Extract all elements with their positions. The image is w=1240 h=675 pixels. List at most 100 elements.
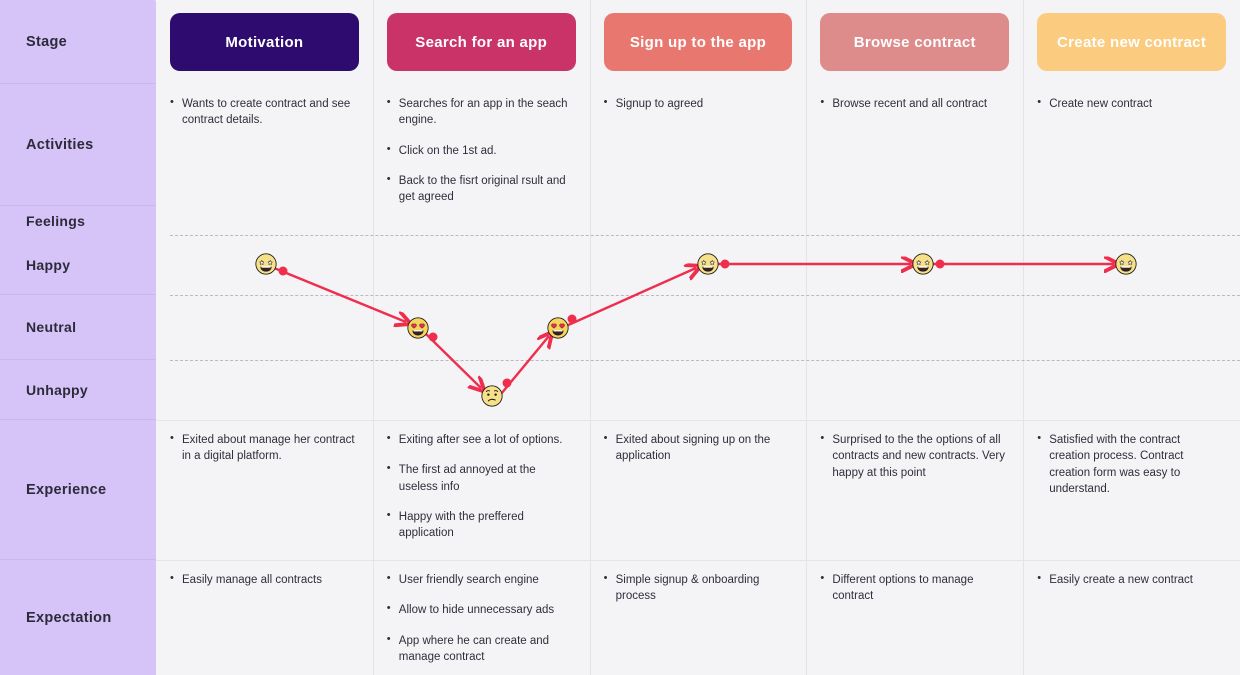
sidebar-row-unhappy: Unhappy [0, 360, 156, 420]
sidebar-label-stage: Stage [26, 33, 67, 50]
gridline-top [170, 235, 1240, 236]
emoji-star-struck-face-icon [697, 253, 720, 276]
sidebar-label-happy: Happy [26, 256, 71, 273]
activities-cell-4: Create new contract [1023, 84, 1240, 206]
list-item: Exited about manage her contract in a di… [170, 431, 355, 465]
list-item: Different options to manage contract [820, 571, 1005, 605]
expectation-list-3: Different options to manage contract [820, 571, 1005, 605]
stage-chip-browse-contract[interactable]: Browse contract [820, 13, 1010, 71]
sidebar-row-experience: Experience [0, 420, 156, 560]
stage-cell-3: Browse contract [806, 0, 1023, 84]
expectation-list-0: Easily manage all contracts [170, 571, 355, 588]
sidebar-label-feelings: Feelings [26, 212, 86, 229]
stage-cell-4: Create new contract [1023, 0, 1240, 84]
experience-cell-1: Exiting after see a lot of options. The … [373, 420, 590, 560]
list-item: Exited about signing up on the applicati… [604, 431, 789, 465]
activities-cell-2: Signup to agreed [590, 84, 807, 206]
emoji-star-struck-face-icon [1115, 253, 1138, 276]
stage-chip-search-for-an-app[interactable]: Search for an app [386, 13, 576, 71]
list-item: Simple signup & onboarding process [604, 571, 789, 605]
experience-list-0: Exited about manage her contract in a di… [170, 431, 355, 465]
column-separator-1 [372, 0, 374, 675]
experience-cell-3: Surprised to the the options of all cont… [806, 420, 1023, 560]
stage-chip-sign-up-to-the-app[interactable]: Sign up to the app [603, 13, 793, 71]
gridline-neutral-unhappy [170, 360, 1240, 361]
emotion-journey-line [273, 206, 1240, 395]
expectation-row: Easily manage all contracts User friendl… [156, 560, 1240, 675]
data-point-dot [720, 259, 730, 269]
experience-cell-4: Satisfied with the contract creation pro… [1023, 420, 1240, 560]
list-item: Browse recent and all contract [820, 95, 1005, 112]
list-item: User friendly search engine [387, 571, 572, 588]
data-point-dot [935, 259, 945, 269]
column-separator-4 [1023, 0, 1025, 675]
expectation-list-1: User friendly search engine Allow to hid… [387, 571, 572, 666]
emoji-frowning-face-icon [481, 385, 504, 408]
row-divider-expectation [156, 560, 1240, 561]
activities-cell-1: Searches for an app in the seach engine.… [373, 84, 590, 206]
list-item: Signup to agreed [604, 95, 789, 112]
list-item: Click on the 1st ad. [387, 142, 572, 159]
experience-list-4: Satisfied with the contract creation pro… [1037, 431, 1222, 497]
column-separator-2 [589, 0, 591, 675]
stage-cell-2: Sign up to the app [590, 0, 807, 84]
sidebar-row-expectation: Expectation [0, 560, 156, 675]
activities-cell-0: Wants to create contract and see contrac… [156, 84, 373, 206]
list-item: Easily manage all contracts [170, 571, 355, 588]
expectation-cell-4: Easily create a new contract [1023, 560, 1240, 675]
list-item: Satisfied with the contract creation pro… [1037, 431, 1222, 497]
sidebar-row-neutral: Neutral [0, 295, 156, 360]
list-item: Happy with the preffered application [387, 508, 572, 542]
gridline-happy-neutral [170, 295, 1240, 296]
sidebar-row-feelings: Feelings [0, 206, 156, 235]
list-item: Easily create a new contract [1037, 571, 1222, 588]
activities-list-3: Browse recent and all contract [820, 95, 1005, 112]
journey-board: Motivation Search for an app Sign up to … [156, 0, 1240, 675]
list-item: Surprised to the the options of all cont… [820, 431, 1005, 481]
data-point-dot [502, 378, 512, 388]
row-divider-experience [156, 420, 1240, 421]
list-item: Wants to create contract and see contrac… [170, 95, 355, 129]
sidebar-label-experience: Experience [26, 481, 107, 498]
activities-list-0: Wants to create contract and see contrac… [170, 95, 355, 129]
sidebar-row-activities: Activities [0, 84, 156, 206]
feelings-chart [156, 206, 1240, 421]
list-item: The first ad annoyed at the useless info [387, 461, 572, 495]
experience-cell-0: Exited about manage her contract in a di… [156, 420, 373, 560]
experience-list-2: Exited about signing up on the applicati… [604, 431, 789, 465]
expectation-list-4: Easily create a new contract [1037, 571, 1222, 588]
data-point-dot [567, 314, 577, 324]
stage-cell-1: Search for an app [373, 0, 590, 84]
sidebar-label-neutral: Neutral [26, 319, 77, 335]
expectation-cell-1: User friendly search engine Allow to hid… [373, 560, 590, 675]
activities-list-2: Signup to agreed [604, 95, 789, 112]
emoji-star-struck-face-icon [912, 253, 935, 276]
list-item: Searches for an app in the seach engine. [387, 95, 572, 129]
stage-chip-create-new-contract[interactable]: Create new contract [1037, 13, 1226, 71]
sidebar-label-unhappy: Unhappy [26, 381, 88, 398]
experience-row: Exited about manage her contract in a di… [156, 420, 1240, 560]
stage-cell-0: Motivation [156, 0, 373, 84]
expectation-cell-2: Simple signup & onboarding process [590, 560, 807, 675]
list-item: Create new contract [1037, 95, 1222, 112]
expectation-cell-0: Easily manage all contracts [156, 560, 373, 675]
activities-list-4: Create new contract [1037, 95, 1222, 112]
expectation-cell-3: Different options to manage contract [806, 560, 1023, 675]
emoji-heart-eyes-face-icon [547, 317, 570, 340]
expectation-list-2: Simple signup & onboarding process [604, 571, 789, 605]
activities-row: Wants to create contract and see contrac… [156, 84, 1240, 206]
list-item: Allow to hide unnecessary ads [387, 601, 572, 618]
list-item: Exiting after see a lot of options. [387, 431, 572, 448]
data-point-dot [428, 332, 438, 342]
stage-header-row: Motivation Search for an app Sign up to … [156, 0, 1240, 84]
activities-list-1: Searches for an app in the seach engine.… [387, 95, 572, 206]
column-separator-3 [806, 0, 808, 675]
experience-cell-2: Exited about signing up on the applicati… [590, 420, 807, 560]
sidebar-label-activities: Activities [26, 136, 94, 153]
emoji-heart-eyes-face-icon [407, 317, 430, 340]
stage-chip-motivation[interactable]: Motivation [170, 13, 359, 71]
list-item: App where he can create and manage contr… [387, 632, 572, 666]
sidebar-label-expectation: Expectation [26, 609, 112, 626]
list-item: Back to the fisrt original rsult and get… [387, 172, 572, 206]
